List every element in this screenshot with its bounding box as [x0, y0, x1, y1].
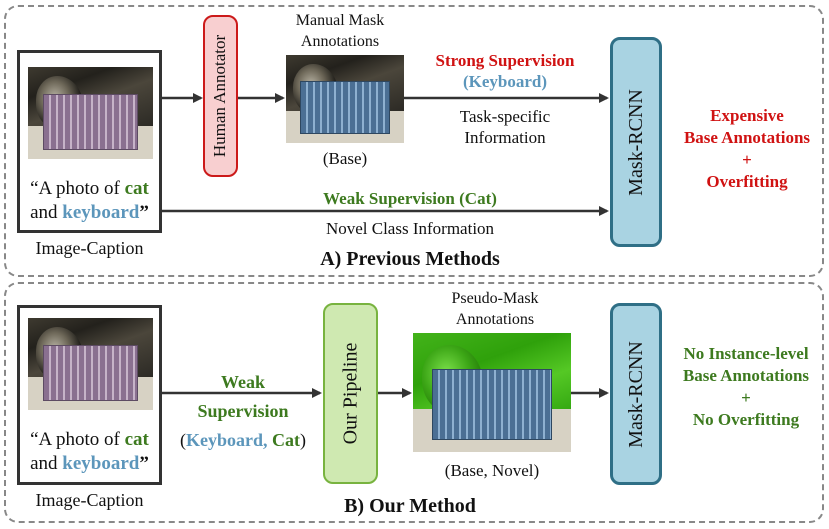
- weak-supervision-cat-label: Weak Supervision (Cat): [323, 189, 497, 208]
- novel-class-label: Novel Class Information: [325, 219, 495, 238]
- strong-supervision-label: Strong Supervision(Keyboard): [435, 51, 575, 91]
- pseudo-mask-sub: (Base, Novel): [444, 461, 540, 480]
- cat-keyboard-photo-a: [28, 67, 153, 159]
- manual-mask-sub: (Base): [322, 149, 368, 168]
- image-caption-label-b: Image-Caption: [35, 490, 144, 510]
- image-caption-box-a: “A photo of cat and keyboard”: [17, 50, 162, 233]
- panel-our-method: [4, 282, 824, 523]
- panel-a-title: A) Previous Methods: [320, 248, 500, 270]
- our-pipeline-box: Our Pipeline: [323, 303, 378, 484]
- manual-mask-photo: [286, 55, 404, 143]
- cat-keyboard-photo-b: [28, 318, 153, 410]
- weak-supervision-label-b: Weak Supervision (Keyboard, Cat): [179, 372, 306, 450]
- mask-rcnn-box-b: Mask-RCNN: [610, 303, 662, 485]
- panel-b-title: B) Our Method: [344, 495, 476, 517]
- mask-rcnn-box-a: Mask-RCNN: [610, 37, 662, 247]
- panel-previous-methods: [4, 5, 824, 277]
- caption-text-a: “A photo of cat and keyboard”: [30, 178, 149, 223]
- image-caption-box-b: “A photo of cat and keyboard”: [17, 305, 162, 485]
- image-caption-label-a: Image-Caption: [35, 238, 144, 258]
- human-annotator-box: Human Annotator: [203, 15, 238, 177]
- pseudo-mask-photo: [413, 333, 571, 452]
- caption-text-b: “A photo of cat and keyboard”: [30, 429, 149, 474]
